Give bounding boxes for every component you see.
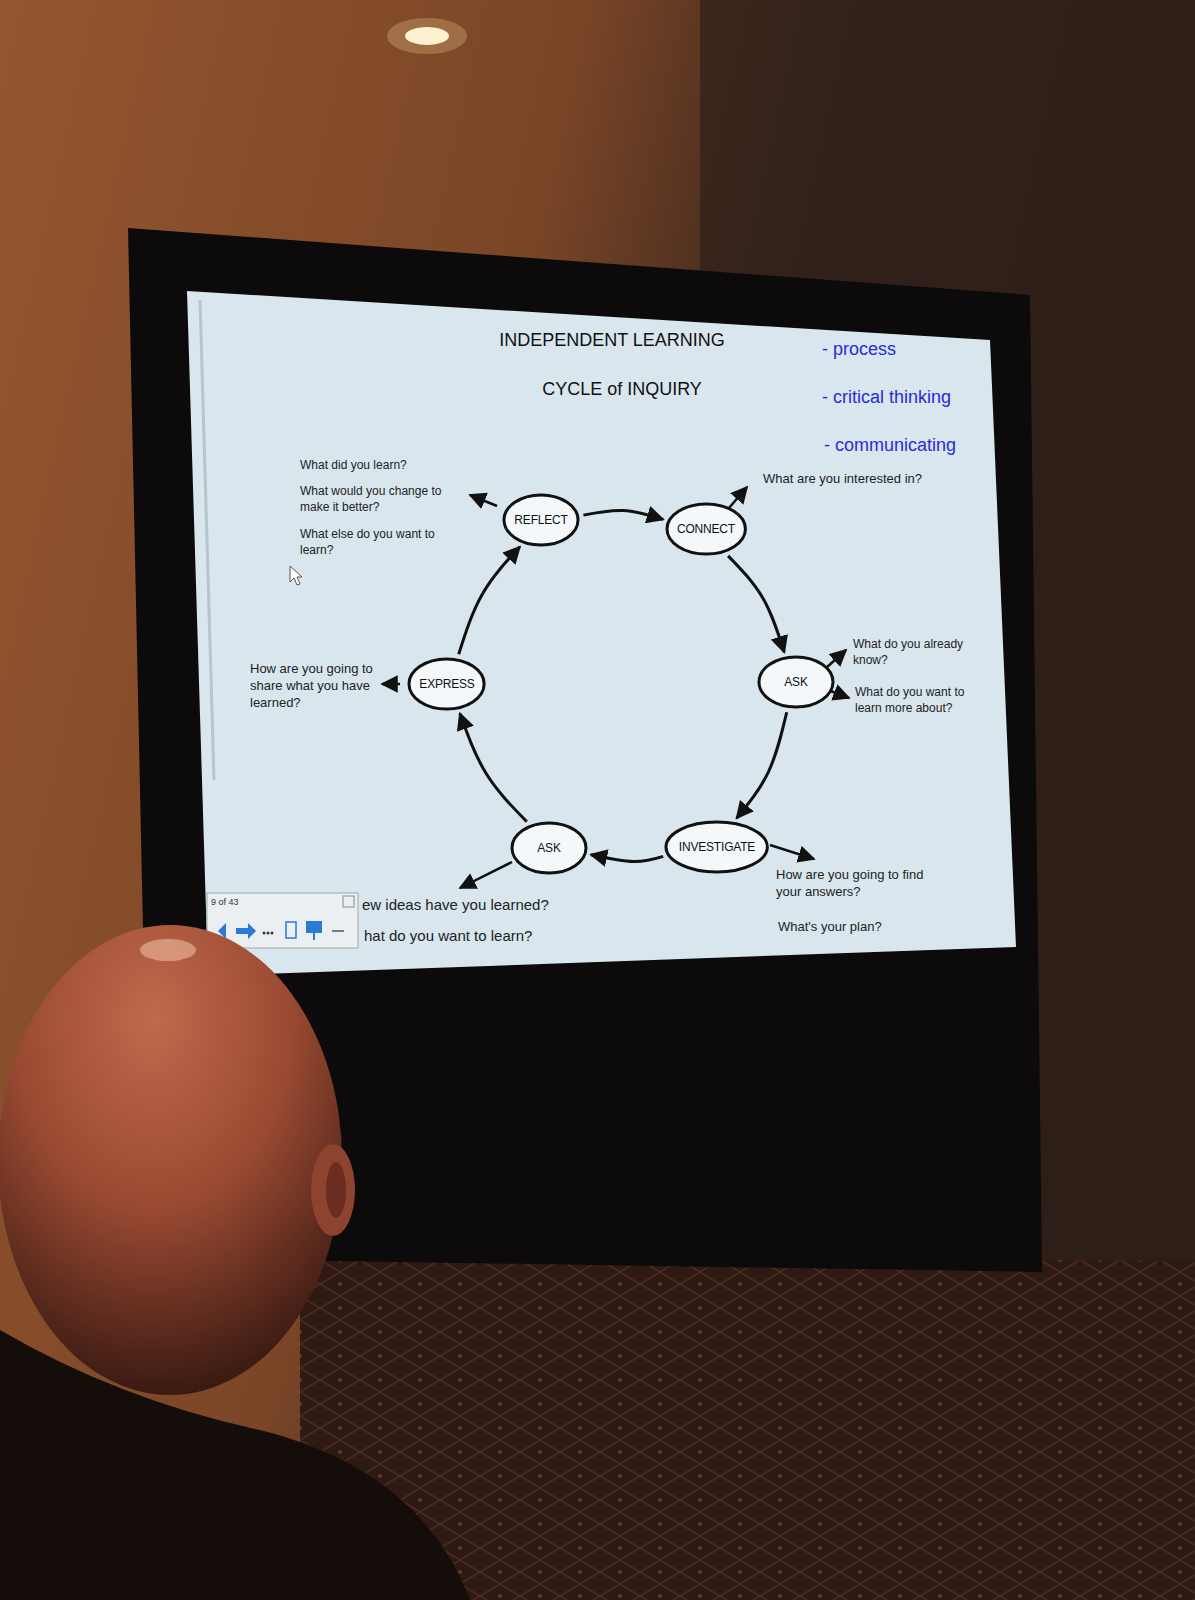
leader-arrow [460,862,512,888]
resize-icon [332,930,344,932]
slide [187,291,1016,976]
screen-icon [306,921,322,933]
ear-inner [326,1162,346,1218]
leader-arrows [382,487,849,888]
leader-arrow [770,845,814,859]
slide-label: ew ideas have you learned? [362,895,549,915]
stage-name: ASK [784,675,807,689]
slide-label: hat do you want to learn? [364,926,532,946]
slide-label: - communicating [824,434,956,457]
node-text-group: REFLECT [514,513,567,527]
cycle-arrow [583,510,663,519]
cycle-arrow [459,547,520,654]
menu-dot [263,932,266,935]
slide-label: What are you interested in? [763,470,922,487]
menu-dot [267,932,270,935]
cycle-stage-ellipse: ASK [757,655,835,709]
leader-arrow [470,495,497,506]
slide-label: What's your plan? [778,918,882,935]
cycle-stage-ellipse: EXPRESS [407,657,486,711]
screen-icon-stand [313,933,315,940]
slide-label: - process [822,338,896,361]
stage-name: REFLECT [514,513,567,527]
bald-head [0,925,342,1395]
toolbar-button [343,896,354,907]
cycle-arrow [737,712,787,818]
head-highlight [140,939,196,961]
leader-arrow [826,650,846,668]
node-text-group: ASK [784,675,807,689]
cycle-arrow [591,855,663,862]
slide-label: What do you already know? [853,636,971,668]
cycle-stage-ellipse: CONNECT [665,502,747,556]
slide-edge [200,300,214,780]
slide-label: - critical thinking [822,386,951,409]
cycle-stage-ellipse: ASK [510,821,588,875]
slide-label: What did you learn? [300,457,460,473]
menu-dot [271,932,274,935]
cycle-stage-ellipse: REFLECT [502,493,580,547]
slide-label: CYCLE of INQUIRY [472,378,772,401]
node-text-group: ASK [537,841,560,855]
slide-label: What else do you want to learn? [300,526,460,558]
cycle-stage-ellipse: INVESTIGATE [664,820,769,874]
stage-name: EXPRESS [419,677,474,691]
cycle-arrow [460,714,527,822]
stage-name: INVESTIGATE [679,840,755,854]
mouse-cursor [290,566,302,585]
slide-label: How are you going to find your answers? [776,866,946,900]
slide-title: INDEPENDENT LEARNING [472,330,752,351]
node-text-group: INVESTIGATE [679,840,755,854]
leader-arrow [729,487,747,508]
ear [311,1144,355,1236]
next-arrow-icon [236,923,256,939]
slide-label: What would you change to make it better? [300,483,460,515]
node-text-group: EXPRESS [419,677,474,691]
page-icon [286,922,296,938]
slide-label: What do you want to learn more about? [855,684,985,716]
slide-label: How are you going to share what you have… [250,660,378,711]
light-glow [387,18,467,54]
leader-arrow [382,683,400,686]
node-text-group: CONNECT [677,522,735,536]
stage-name: CONNECT [677,522,735,536]
slide-label: 9 of 43 [211,896,239,908]
stage-name: ASK [537,841,560,855]
cycle-arrow [728,556,784,652]
